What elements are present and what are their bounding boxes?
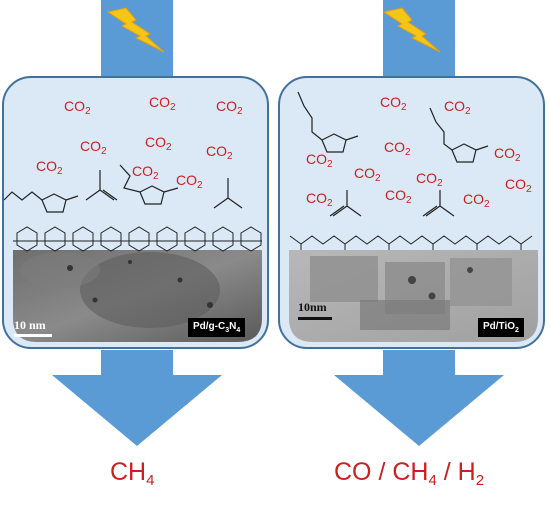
gc3n4-layer: [13, 226, 262, 252]
co2-label: CO2: [354, 165, 381, 184]
left-output-arrow: [52, 350, 222, 446]
co2-label: CO2: [149, 94, 176, 113]
right-output-arrow: [334, 350, 504, 446]
left-lightning-icon: [106, 7, 165, 53]
left-acetate-2: [213, 178, 243, 209]
co2-label: CO2: [36, 158, 63, 177]
co2-label: CO2: [505, 176, 532, 195]
right-lightning-icon: [382, 7, 441, 53]
right-imidazolium-cation-1: [297, 91, 359, 153]
co2-label: CO2: [384, 139, 411, 158]
co2-label: CO2: [306, 190, 333, 209]
co2-label: CO2: [306, 151, 333, 170]
tio2-surface: [289, 235, 533, 250]
co2-label: CO2: [494, 145, 521, 164]
co2-label: CO2: [64, 98, 91, 117]
right-product-label: CO / CH4 / H2: [334, 458, 485, 489]
right-acetate-1: [329, 190, 362, 217]
left-scale-bar-label: 10 nm: [14, 318, 46, 332]
left-acetate-1: [85, 170, 118, 201]
right-scale-bar-label: 10nm: [298, 300, 327, 314]
co2-label: CO2: [416, 170, 443, 189]
co2-label: CO2: [463, 191, 490, 210]
co2-label: CO2: [385, 187, 412, 206]
left-product-label: CH4: [110, 458, 155, 489]
co2-label: CO2: [380, 94, 407, 113]
left-imidazolium-cation-2: [119, 164, 179, 205]
right-imidazolium-cation-2: [429, 107, 489, 163]
co2-label: CO2: [80, 138, 107, 157]
left-catalyst-label: Pd/g-C3N4: [188, 318, 246, 337]
co2-label: CO2: [176, 172, 203, 191]
right-tem-image: [289, 250, 538, 342]
co2-label: CO2: [132, 163, 159, 182]
co2-label: CO2: [216, 98, 243, 117]
right-catalyst-label: Pd/TiO2: [478, 318, 524, 337]
co2-label: CO2: [145, 134, 172, 153]
co2-label: CO2: [444, 98, 471, 117]
co2-label: CO2: [206, 143, 233, 162]
right-acetate-2: [422, 190, 455, 217]
left-imidazolium-cation: [3, 191, 79, 213]
